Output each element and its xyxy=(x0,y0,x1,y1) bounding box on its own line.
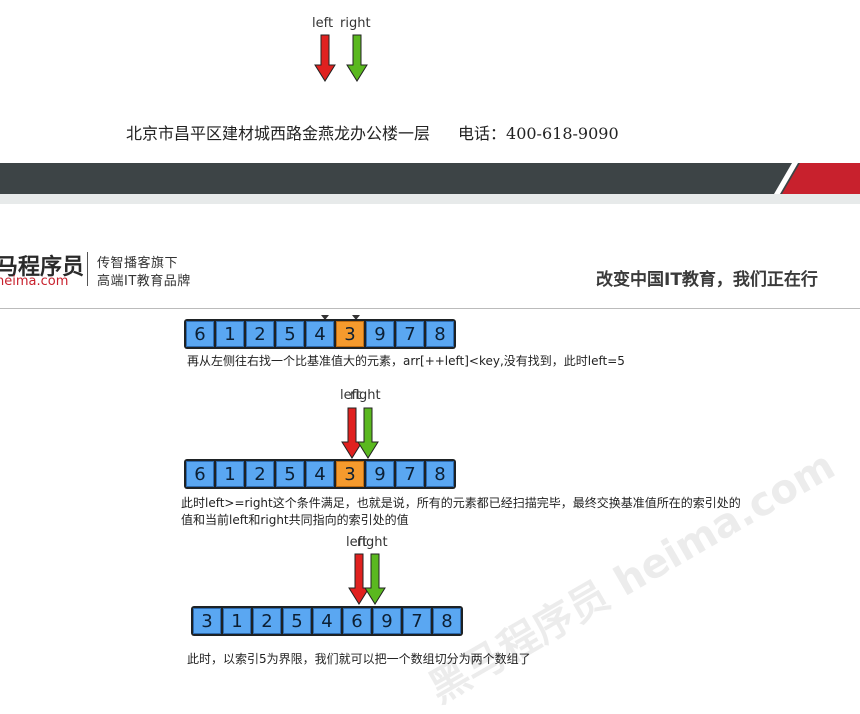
array-cell: 4 xyxy=(313,608,341,634)
right-arrow-icon xyxy=(357,407,379,459)
left-marker-icon xyxy=(321,315,329,320)
right-marker-icon xyxy=(352,315,360,320)
array-cell: 7 xyxy=(396,321,424,347)
array-cell: 1 xyxy=(216,321,244,347)
footer-band-light xyxy=(0,194,860,204)
array-cell: 4 xyxy=(306,321,334,347)
slogan: 改变中国IT教育，我们正在行 xyxy=(596,270,818,290)
array-cell: 5 xyxy=(283,608,311,634)
array-cell: 6 xyxy=(186,321,214,347)
caption-step-2-line-1: 此时left>=right这个条件满足，也就是说，所有的元素都已经扫描完毕，最终… xyxy=(181,496,741,510)
array-cell: 1 xyxy=(223,608,251,634)
array-cell: 4 xyxy=(306,461,334,487)
caption-step-2-line-2: 值和当前left和right共同指向的索引处的值 xyxy=(181,513,409,527)
array-cell: 2 xyxy=(246,461,274,487)
array-cell: 1 xyxy=(216,461,244,487)
logo-text: 马程序员 xyxy=(0,255,85,280)
header-divider xyxy=(0,308,860,309)
footer-red-stripe xyxy=(774,163,860,194)
watermark: 黑马程序员 heima.com xyxy=(421,442,843,713)
array-cell: 9 xyxy=(373,608,401,634)
array-cell: 5 xyxy=(276,461,304,487)
footer-contact: 北京市昌平区建材城西路金燕龙办公楼一层 电话：400-618-9090 xyxy=(126,120,619,144)
logo-url: heima.com xyxy=(0,274,69,289)
right-pointer-label: right xyxy=(340,16,371,31)
footer-band xyxy=(0,163,860,194)
array-cell: 3 xyxy=(336,321,364,347)
logo-tagline-2: 高端IT教育品牌 xyxy=(97,274,191,289)
array-cell: 2 xyxy=(246,321,274,347)
array-cell: 2 xyxy=(253,608,281,634)
array-cell: 8 xyxy=(426,321,454,347)
array-cell: 9 xyxy=(366,321,394,347)
left-arrow-icon xyxy=(348,553,370,605)
array-cell: 8 xyxy=(433,608,461,634)
footer-address: 北京市昌平区建材城西路金燕龙办公楼一层 xyxy=(126,124,431,143)
logo-tagline-1: 传智播客旗下 xyxy=(97,256,179,271)
array-cell: 8 xyxy=(426,461,454,487)
footer-phone: 电话：400-618-9090 xyxy=(458,124,619,143)
left-pointer-label: left xyxy=(340,388,362,403)
right-arrow-icon xyxy=(364,553,386,605)
caption-step-3: 此时，以索引5为界限，我们就可以把一个数组切分为两个数组了 xyxy=(187,652,531,666)
array-cell: 5 xyxy=(276,321,304,347)
left-pointer-label: left xyxy=(346,535,368,550)
left-pointer-label: left xyxy=(312,16,334,31)
array-cell: 6 xyxy=(186,461,214,487)
right-arrow-icon xyxy=(346,34,368,82)
array-cell: 3 xyxy=(336,461,364,487)
array-cell: 9 xyxy=(366,461,394,487)
array-cell: 6 xyxy=(343,608,371,634)
left-arrow-icon xyxy=(341,407,363,459)
caption-step-1: 再从左侧往右找一个比基准值大的元素，arr[++left]<key,没有找到，此… xyxy=(187,354,625,368)
array-cell: 3 xyxy=(193,608,221,634)
array-cell: 7 xyxy=(403,608,431,634)
right-pointer-label: right xyxy=(357,535,388,550)
left-arrow-icon xyxy=(314,34,336,82)
right-pointer-label: right xyxy=(350,388,381,403)
array-cell: 7 xyxy=(396,461,424,487)
logo-divider xyxy=(87,252,88,286)
